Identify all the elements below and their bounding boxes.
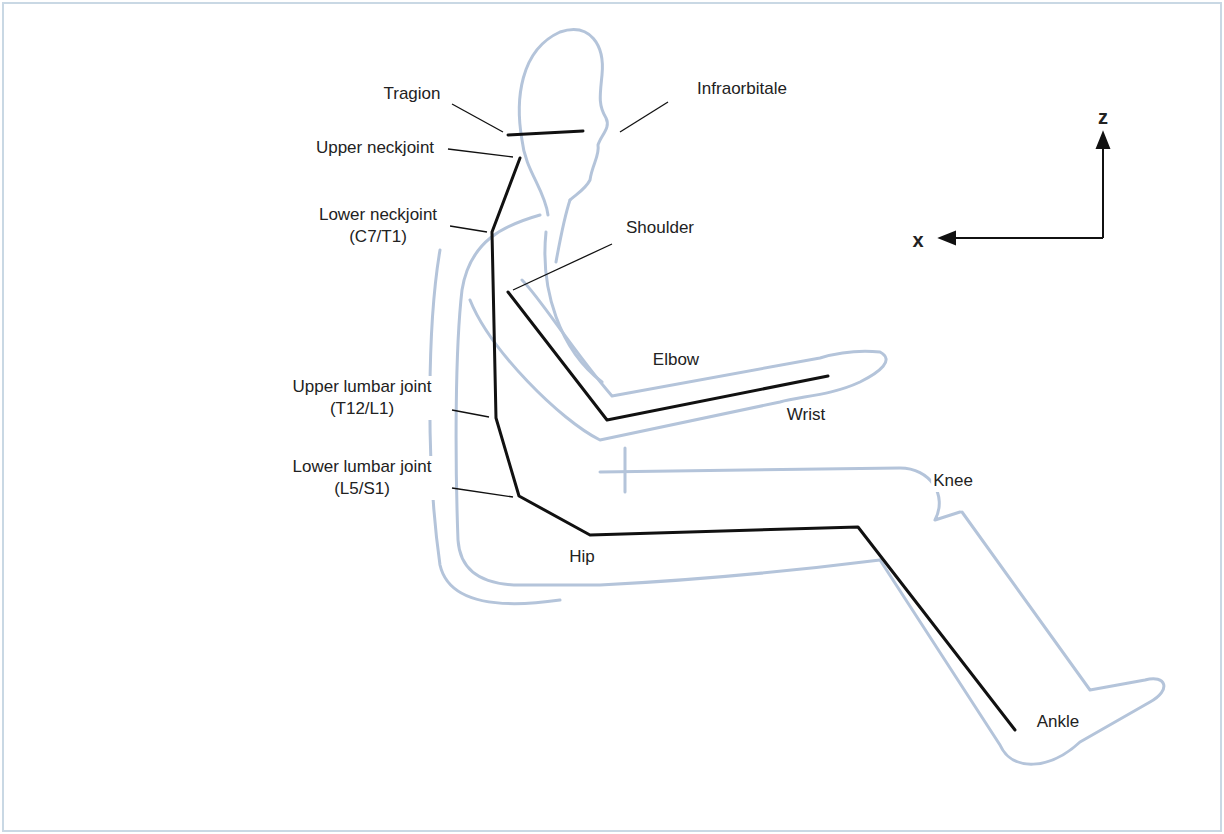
landmark-label: Shoulder	[624, 217, 696, 239]
body-outline	[430, 30, 1164, 765]
landmark-label: Tragion	[381, 83, 442, 105]
landmark-label: Lower lumbar joint (L5/S1)	[278, 456, 447, 500]
landmark-label: Hip	[567, 546, 597, 568]
landmark-label: Elbow	[651, 349, 701, 371]
axis-label: x	[910, 229, 925, 251]
skeleton-links	[492, 131, 1015, 730]
landmark-label: Infraorbitale	[695, 78, 789, 100]
landmark-label: Upper neckjoint	[314, 137, 436, 159]
landmark-label: Knee	[931, 470, 975, 492]
landmark-label: Wrist	[785, 404, 827, 426]
landmark-label: Lower neckjoint (C7/T1)	[306, 204, 450, 248]
landmark-label: Ankle	[1035, 711, 1082, 733]
landmark-label: Upper lumbar joint (T12/L1)	[278, 376, 447, 420]
axis-label: z	[1096, 106, 1110, 128]
leader-lines	[448, 102, 668, 497]
frame	[3, 3, 1221, 831]
axis-arrows	[940, 133, 1109, 244]
